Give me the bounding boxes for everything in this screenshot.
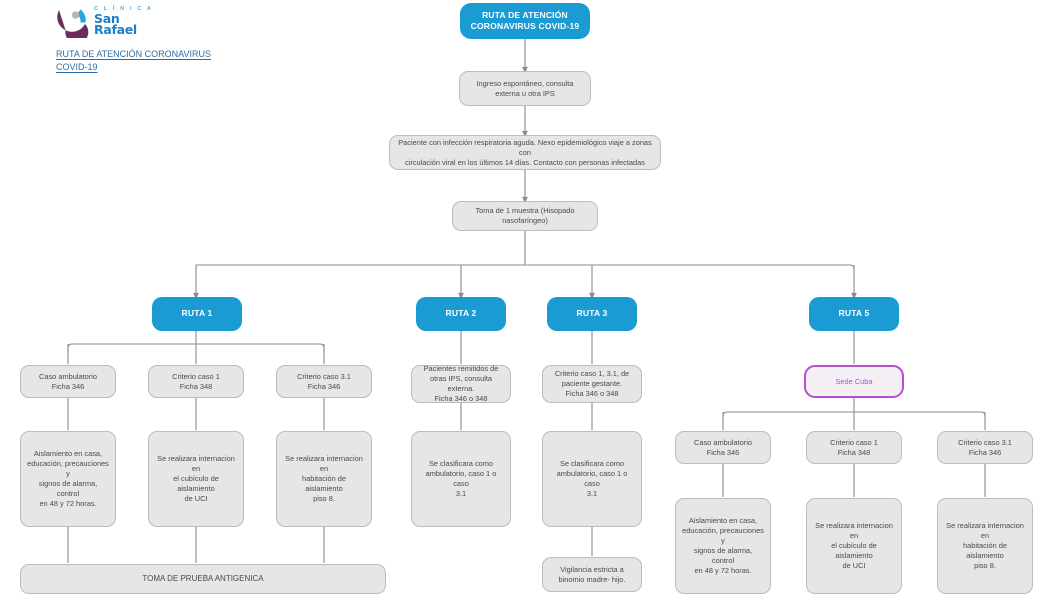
antigen-test-bar[interactable]: TOMA DE PRUEBA ANTIGENICA (20, 564, 386, 594)
ruta1-criteria-node-3[interactable]: Criterio caso 3.1 Ficha 346 (276, 365, 372, 398)
route-node-ruta-5[interactable]: RUTA 5 (809, 297, 899, 331)
ruta5-criteria-label-3: Criterio caso 3.1 Ficha 346 (958, 437, 1012, 457)
ruta1-action-node-1[interactable]: Aislamiento en casa, educación, precauci… (20, 431, 116, 527)
route-label-ruta-2: RUTA 2 (445, 308, 477, 319)
ruta2-action-label: Se clasificara como ambulatorio, caso 1 … (425, 459, 497, 498)
ruta5-criteria-node-3[interactable]: Criterio caso 3.1 Ficha 346 (937, 431, 1033, 464)
ruta5-criteria-label-2: Criterio caso 1 Ficha 348 (830, 437, 878, 457)
step-entry-node[interactable]: Ingreso espontáneo, consulta externa u o… (459, 71, 591, 106)
route-node-ruta-1[interactable]: RUTA 1 (152, 297, 242, 331)
ruta3-followup-label: Vigilancia estricta a binomio madre- hij… (558, 564, 626, 584)
flow-header-label: RUTA DE ATENCIÓN CORONAVIRUS COVID-19 (470, 9, 580, 31)
step-criteria-label: Paciente con infección respiratoria agud… (398, 137, 652, 167)
ruta5-criteria-node-1[interactable]: Caso ambulatorio Ficha 346 (675, 431, 771, 464)
ruta3-criteria-label: Criterio caso 1, 3.1, de paciente gestan… (554, 369, 630, 398)
antigen-test-label: TOMA DE PRUEBA ANTIGENICA (142, 573, 264, 583)
ruta1-action-node-2[interactable]: Se realizara internacion en el cubículo … (148, 431, 244, 527)
ruta5-site-node[interactable]: Sede Cuba (804, 365, 904, 398)
ruta1-action-label-2: Se realizara internacion en el cubículo … (157, 454, 235, 503)
brand-wordmark: C L Í N I C A San Rafael (94, 5, 153, 37)
flow-header-node[interactable]: RUTA DE ATENCIÓN CORONAVIRUS COVID-19 (460, 3, 590, 39)
ruta1-criteria-label-2: Criterio caso 1 Ficha 348 (172, 371, 220, 391)
ruta1-action-node-3[interactable]: Se realizara internacion en habitación d… (276, 431, 372, 527)
ruta3-action-node[interactable]: Se clasificara como ambulatorio, caso 1 … (542, 431, 642, 527)
step-entry-label: Ingreso espontáneo, consulta externa u o… (476, 78, 574, 98)
ruta5-criteria-label-1: Caso ambulatorio Ficha 346 (694, 437, 752, 457)
route-label-ruta-3: RUTA 3 (576, 308, 608, 319)
ruta1-criteria-label-3: Criterio caso 3.1 Ficha 346 (297, 371, 351, 391)
step-sample-label: Toma de 1 muestra (Hisopado nasofaríngeo… (475, 206, 575, 225)
ruta5-action-label-1: Aislamiento en casa, educación, precauci… (682, 516, 764, 575)
ruta3-criteria-node[interactable]: Criterio caso 1, 3.1, de paciente gestan… (542, 365, 642, 403)
route-label-ruta-1: RUTA 1 (181, 308, 213, 319)
brand-clinica-label: C L Í N I C A (94, 6, 153, 12)
ruta1-criteria-node-2[interactable]: Criterio caso 1 Ficha 348 (148, 365, 244, 398)
ruta1-criteria-node-1[interactable]: Caso ambulatorio Ficha 346 (20, 365, 116, 398)
step-criteria-node[interactable]: Paciente con infección respiratoria agud… (389, 135, 661, 170)
document-title-line2: COVID-19 (56, 61, 98, 72)
brand-san-label: San (94, 11, 120, 26)
ruta3-followup-node[interactable]: Vigilancia estricta a binomio madre- hij… (542, 557, 642, 592)
step-sample-node[interactable]: Toma de 1 muestra (Hisopado nasofaríngeo… (452, 201, 598, 231)
ruta2-action-node[interactable]: Se clasificara como ambulatorio, caso 1 … (411, 431, 511, 527)
ruta5-action-label-3: Se realizara internacion en habitación d… (946, 521, 1024, 570)
ruta5-action-node-3[interactable]: Se realizara internacion en habitación d… (937, 498, 1033, 594)
ruta1-criteria-label-1: Caso ambulatorio Ficha 346 (39, 371, 97, 391)
brand-logo: C L Í N I C A San Rafael (56, 4, 186, 40)
ruta5-site-label: Sede Cuba (835, 376, 873, 386)
ruta5-action-node-2[interactable]: Se realizara internacion en el cubículo … (806, 498, 902, 594)
document-title-line1: RUTA DE ATENCIÓN CORONAVIRUS (56, 49, 212, 59)
route-node-ruta-3[interactable]: RUTA 3 (547, 297, 637, 331)
clinica-san-rafael-logo-icon (57, 9, 89, 38)
route-label-ruta-5: RUTA 5 (838, 308, 870, 319)
ruta5-action-label-2: Se realizara internacion en el cubículo … (815, 521, 893, 570)
ruta1-action-label-3: Se realizara internacion en habitación d… (285, 454, 363, 503)
ruta2-criteria-node[interactable]: Pacientes remitidos de otras IPS, consul… (411, 364, 511, 403)
ruta1-action-label-1: Aislamiento en casa, educación, precauci… (27, 449, 109, 508)
ruta5-action-node-1[interactable]: Aislamiento en casa, educación, precauci… (675, 498, 771, 594)
document-title: RUTA DE ATENCIÓN CORONAVIRUS COVID-19 (56, 48, 296, 73)
ruta3-action-label: Se clasificara como ambulatorio, caso 1 … (556, 459, 628, 498)
ruta2-criteria-label: Pacientes remitidos de otras IPS, consul… (423, 364, 499, 403)
route-node-ruta-2[interactable]: RUTA 2 (416, 297, 506, 331)
brand-rafael-label: Rafael (94, 22, 137, 37)
ruta5-criteria-node-2[interactable]: Criterio caso 1 Ficha 348 (806, 431, 902, 464)
